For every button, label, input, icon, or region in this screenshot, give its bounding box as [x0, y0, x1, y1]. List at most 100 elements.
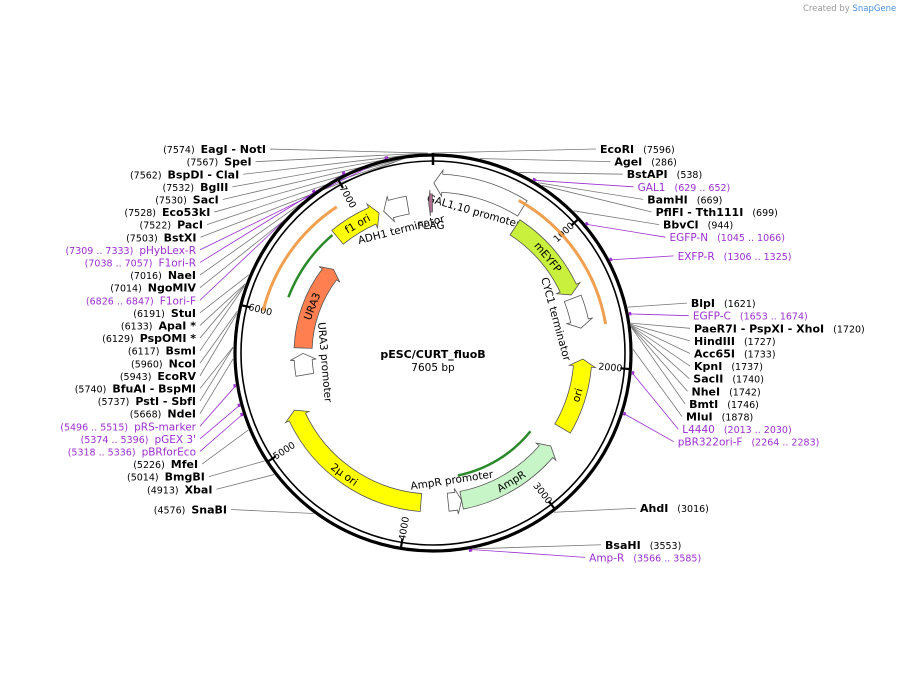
- site-sacii[interactable]: SacII(1740): [693, 373, 764, 386]
- site-blpi[interactable]: BlpI(1621): [691, 297, 756, 310]
- leader-line: [208, 460, 265, 478]
- primer-name: pBR322ori-F: [678, 437, 743, 449]
- site-bstxi[interactable]: BstXI(7503): [126, 231, 196, 244]
- site-eco53ki[interactable]: Eco53kI(7528): [124, 206, 210, 219]
- site-agei[interactable]: AgeI(286): [614, 156, 677, 169]
- site-bbvci[interactable]: BbvCI(944): [663, 219, 733, 232]
- site-bglii[interactable]: BglII(7532): [162, 181, 228, 194]
- site-name: SpeI: [224, 156, 251, 169]
- primer-position: (7309 .. 7333): [65, 246, 133, 257]
- primer-f1ori-f[interactable]: F1ori-F (6826 .. 6847): [86, 295, 196, 307]
- feature-ori[interactable]: ori: [554, 358, 597, 434]
- site-xbai[interactable]: XbaI(4913): [147, 483, 212, 496]
- primer-pgex-3[interactable]: pGEX 3'(5374 .. 5396): [81, 434, 196, 446]
- primer-name: pHybLex-R: [139, 245, 196, 257]
- leader-line: [199, 274, 250, 314]
- site-name: BsmI: [166, 345, 197, 358]
- site-kpni[interactable]: KpnI(1737): [694, 360, 763, 373]
- leader-line: [627, 302, 687, 308]
- leader-line: [470, 549, 586, 558]
- site-paer7i-pspxi-xhoi[interactable]: PaeR7I - PspXI - XhoI(1720): [694, 322, 865, 335]
- primer-pbrforeco[interactable]: pBRforEco(5318 .. 5336): [68, 446, 196, 458]
- primer-mark: [609, 257, 613, 262]
- primer-position: (6826 .. 6847): [86, 296, 154, 307]
- site-stui[interactable]: StuI(6191): [133, 307, 196, 320]
- feature-flag[interactable]: FLAG: [417, 189, 445, 232]
- leader-line: [199, 358, 234, 414]
- site-ndei[interactable]: NdeI(5668): [130, 408, 196, 421]
- site-name: MfeI: [171, 458, 198, 471]
- site-position: (5960): [131, 359, 163, 370]
- leader-line: [630, 325, 691, 367]
- site-bmti[interactable]: BmtI(1746): [689, 398, 759, 411]
- primer-name: EGFP-N: [670, 232, 709, 244]
- site-position: (699): [752, 208, 778, 219]
- primer-f1ori-r[interactable]: F1ori-R(7038 .. 7057): [85, 257, 196, 269]
- primer-position: (7038 .. 7057): [85, 258, 153, 269]
- primer-prs-marker[interactable]: pRS-marker(5496 .. 5515): [60, 421, 196, 433]
- site-bsahi[interactable]: BsaHI(3553): [605, 539, 681, 552]
- leader-line: [199, 310, 238, 364]
- site-ahdi[interactable]: AhdI(3016): [640, 502, 709, 515]
- site-position: (7574): [163, 145, 195, 156]
- primer-amp-r[interactable]: Amp-R(3566 .. 3585): [589, 552, 701, 564]
- site-acc65i[interactable]: Acc65I(1733): [694, 348, 776, 361]
- leader-line: [629, 313, 689, 317]
- primer-phyblex-r[interactable]: pHybLex-R (7309 .. 7333): [65, 245, 196, 257]
- site-mlui[interactable]: MluI(1878): [686, 411, 753, 424]
- site-mfei[interactable]: MfeI(5226): [133, 458, 198, 471]
- feature-arrow: [284, 409, 423, 512]
- site-bsmi[interactable]: BsmI(6117): [128, 345, 196, 358]
- site-ecori[interactable]: EcoRI(7596): [600, 143, 675, 156]
- site-saci[interactable]: SacI(7530): [155, 193, 219, 206]
- site-position: (1733): [744, 350, 776, 361]
- leader-line: [199, 158, 387, 251]
- primer-gal1[interactable]: GAL1(629 .. 652): [638, 182, 731, 194]
- site-pspomi[interactable]: PspOMI *(6129): [102, 332, 196, 345]
- primer-egfp-c[interactable]: EGFP-C(1653 .. 1674): [693, 311, 808, 323]
- orf-arc: [261, 205, 338, 311]
- primer-l4440[interactable]: L4440(2013 .. 2030): [682, 424, 791, 436]
- feature-ura3[interactable]: URA3: [293, 266, 341, 349]
- site-ecorv[interactable]: EcoRV(5943): [120, 370, 197, 383]
- site-hindiii[interactable]: HindIII(1727): [694, 335, 776, 348]
- site-position: (669): [697, 195, 723, 206]
- primer-name: F1ori-F: [160, 295, 196, 307]
- site-name: NcoI: [169, 357, 196, 370]
- site-bstapi[interactable]: BstAPI(538): [627, 168, 702, 181]
- site-eagi-noti[interactable]: EagI - NotI(7574): [163, 143, 266, 156]
- primer-pbr322ori-f[interactable]: pBR322ori-F(2264 .. 2283): [678, 437, 820, 449]
- primer-exfp-r[interactable]: EXFP-R(1306 .. 1325): [678, 251, 792, 263]
- plasmid-size: 7605 bp: [411, 362, 455, 374]
- site-snabi[interactable]: SnaBI(4576): [154, 504, 227, 517]
- leader-line: [630, 324, 691, 354]
- site-position: (3016): [677, 504, 709, 515]
- site-name: NheI: [692, 385, 721, 398]
- primer-name: GAL1: [638, 182, 666, 194]
- site-position: (6129): [102, 334, 134, 345]
- site-name: ApaI *: [159, 319, 197, 332]
- tick-label: 2000: [598, 362, 623, 375]
- site-naei[interactable]: NaeI(7016): [130, 269, 196, 282]
- site-bmgbi[interactable]: BmgBI(5014): [127, 471, 205, 484]
- primer-mark: [584, 221, 589, 226]
- site-position: (6133): [121, 321, 153, 332]
- site-bamhi[interactable]: BamHI(669): [647, 193, 722, 206]
- site-name: SacII: [693, 373, 723, 386]
- site-position: (7562): [130, 170, 162, 181]
- site-pflfi-tth111i[interactable]: PflFI - Tth111I(699): [656, 206, 778, 219]
- site-nhei[interactable]: NheI(1742): [692, 385, 761, 398]
- site-bfuai-bspmi[interactable]: BfuAI - BspMI(5740): [75, 382, 196, 395]
- site-paci[interactable]: PacI(7522): [140, 219, 203, 232]
- site-bspdi-clai[interactable]: BspDI - ClaI(7562): [130, 168, 239, 181]
- site-ngomiv[interactable]: NgoMIV(7014): [110, 282, 196, 295]
- site-psti-sbfi[interactable]: PstI - SbfI(5737): [98, 395, 196, 408]
- site-spei[interactable]: SpeI(7567): [187, 156, 252, 169]
- site-position: (4576): [154, 506, 186, 517]
- primer-egfp-n[interactable]: EGFP-N(1045 .. 1066): [670, 232, 785, 244]
- tick-mark: [337, 178, 344, 189]
- leader-line: [630, 322, 691, 329]
- site-apai[interactable]: ApaI * (6133): [121, 319, 196, 332]
- site-ncoi[interactable]: NcoI (5960): [131, 357, 196, 370]
- primer-name: EXFP-R: [678, 251, 715, 263]
